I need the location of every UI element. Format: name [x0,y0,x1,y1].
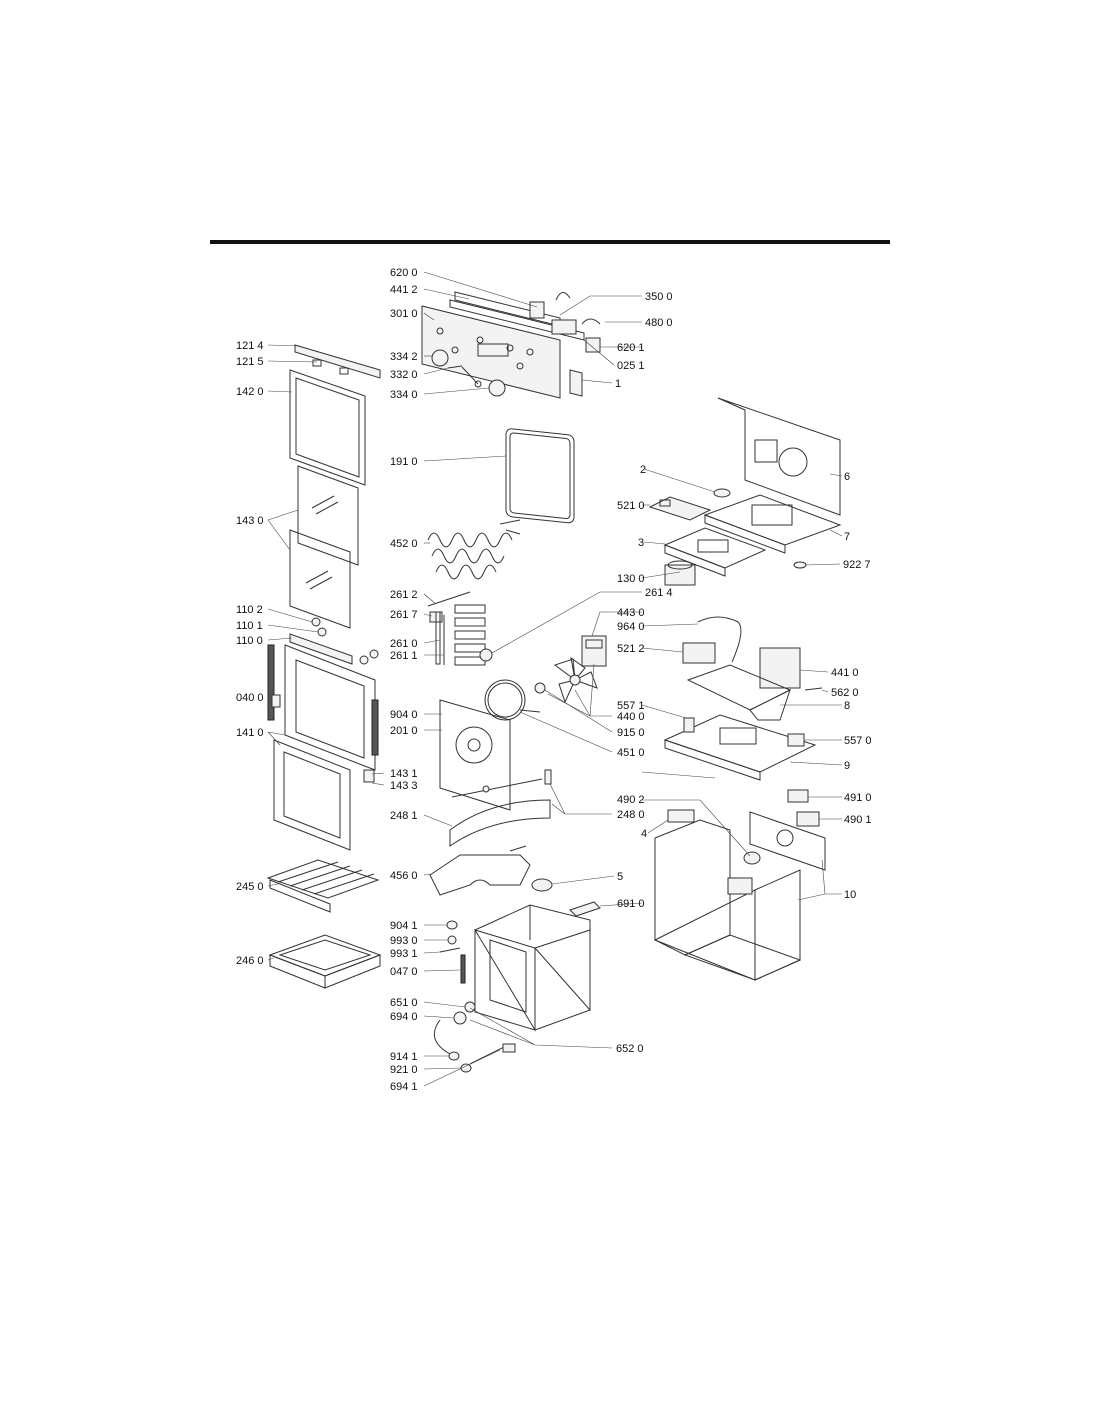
callout-443-0: 443 0 [617,607,645,619]
callout-4: 4 [641,828,647,840]
callout-6: 6 [844,471,850,483]
callout-191-0: 191 0 [390,456,418,468]
callout-691-0: 691 0 [617,898,645,910]
callout-562-0: 562 0 [831,687,859,699]
callout-491-0: 491 0 [844,792,872,804]
callout-332-0: 332 0 [390,369,418,381]
callout-557-1: 557 1 [617,700,645,712]
callout-993-1: 993 1 [390,948,418,960]
callout-993-0: 993 0 [390,935,418,947]
callout-121-5: 121 5 [236,356,264,368]
callout-441-0: 441 0 [831,667,859,679]
callout-694-1: 694 1 [390,1081,418,1093]
callout-141-0: 141 0 [236,727,264,739]
callout-201-0: 201 0 [390,725,418,737]
callout-620-0: 620 0 [390,267,418,279]
callout-334-0: 334 0 [390,389,418,401]
callout-121-4: 121 4 [236,340,264,352]
callout-921-0: 921 0 [390,1064,418,1076]
control-panel-group [421,291,601,399]
callout-521-0: 521 0 [617,500,645,512]
callout-047-0: 047 0 [390,966,418,978]
callout-904-0: 904 0 [390,709,418,721]
oven-interior-group [427,428,607,1073]
callout-904-1: 904 1 [390,920,418,932]
callout-110-2: 110 2 [236,604,263,616]
rear-housing-group [648,397,842,981]
callout-620-1: 620 1 [617,342,645,354]
callout-246-0: 246 0 [236,955,264,967]
callout-334-2: 334 2 [390,351,418,363]
callout-350-0: 350 0 [645,291,673,303]
callout-557-0: 557 0 [844,735,872,747]
callout-452-0: 452 0 [390,538,418,550]
callout-248-0: 248 0 [617,809,645,821]
callout-964-0: 964 0 [617,621,645,633]
callout-456-0: 456 0 [390,870,418,882]
callout-2: 2 [640,464,646,476]
callout-261-7: 261 7 [390,609,418,621]
callout-261-2: 261 2 [390,589,418,601]
callout-915-0: 915 0 [617,727,645,739]
callout-8: 8 [844,700,850,712]
callout-9: 9 [844,760,850,772]
callout-521-2: 521 2 [617,643,645,655]
callout-261-0: 261 0 [390,638,418,650]
callout-5: 5 [617,871,623,883]
callout-143-3: 143 3 [390,780,418,792]
callout-245-0: 245 0 [236,881,264,893]
callout-040-0: 040 0 [236,692,264,704]
callout-490-2: 490 2 [617,794,645,806]
shelves-group [266,859,382,989]
callout-10: 10 [844,889,856,901]
callout-694-0: 694 0 [390,1011,418,1023]
callout-651-0: 651 0 [390,997,418,1009]
callout-652-0: 652 0 [616,1043,644,1055]
callout-142-0: 142 0 [236,386,264,398]
callout-261-4: 261 4 [645,587,673,599]
callout-1: 1 [615,378,621,390]
header-rule [210,240,890,244]
callout-480-0: 480 0 [645,317,673,329]
callout-922-7: 922 7 [843,559,871,571]
callout-914-1: 914 1 [390,1051,418,1063]
callout-248-1: 248 1 [390,810,418,822]
callout-025-1: 025 1 [617,360,645,372]
callout-301-0: 301 0 [390,308,418,320]
callout-3: 3 [638,537,644,549]
callout-110-0: 110 0 [236,635,263,647]
callout-441-2: 441 2 [390,284,418,296]
callout-143-0: 143 0 [236,515,264,527]
callout-440-0: 440 0 [617,711,645,723]
callout-490-1: 490 1 [844,814,872,826]
callout-261-1: 261 1 [390,650,418,662]
callout-110-1: 110 1 [236,620,263,632]
callout-7: 7 [844,531,850,543]
callout-labels: 620 0 441 2 301 0 334 2 332 0 334 0 350 … [236,267,872,1093]
callout-143-1: 143 1 [390,768,418,780]
leader-lines [267,271,843,1087]
door-group [267,344,381,851]
callout-451-0: 451 0 [617,747,645,759]
callout-130-0: 130 0 [617,573,645,585]
